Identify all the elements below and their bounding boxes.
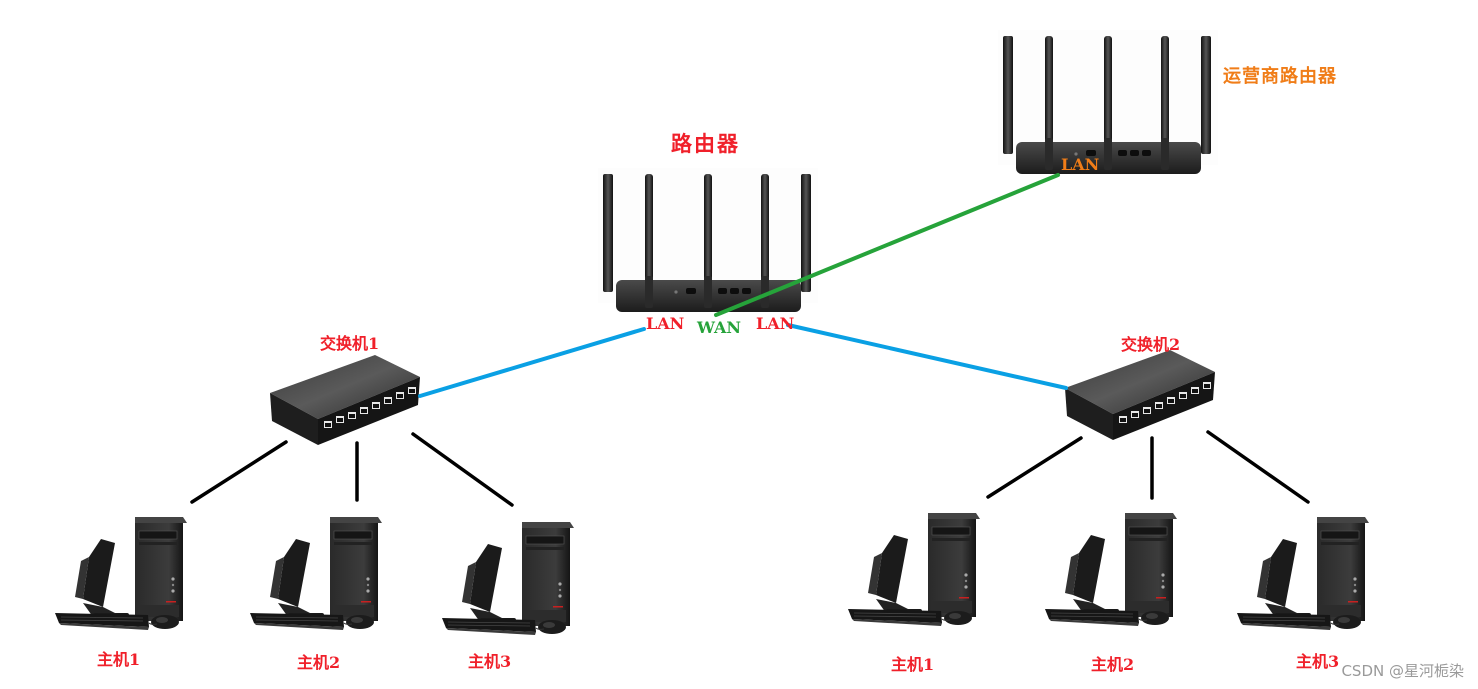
link-switch1-to-host-left-3 xyxy=(411,432,514,507)
isp-router-device xyxy=(998,30,1218,174)
switch1-label: 交换机1 xyxy=(320,334,380,353)
host-left-3-label: 主机3 xyxy=(468,652,512,671)
host-right-3-device xyxy=(1236,516,1370,631)
switch1-device xyxy=(270,355,420,445)
host-right-1-label: 主机1 xyxy=(891,655,935,674)
switch2-device xyxy=(1065,350,1215,440)
router-device xyxy=(598,168,818,312)
watermark: CSDN @星河栀染 xyxy=(1341,662,1464,680)
host-left-3-device xyxy=(441,521,575,636)
router-wan-port-label: WAN xyxy=(697,318,741,337)
lan-link-router-to-switch2 xyxy=(786,323,1068,390)
host-right-3-label: 主机3 xyxy=(1296,652,1340,671)
isp-router-lan-port-label: LAN xyxy=(1061,155,1100,174)
link-switch2-to-host-right-1 xyxy=(986,436,1083,499)
host-left-2-device xyxy=(249,516,383,631)
lan-link-router-to-switch1 xyxy=(418,327,646,398)
isp-router-label: 运营商路由器 xyxy=(1223,66,1337,87)
router-label: 路由器 xyxy=(671,131,740,156)
router-lan-port-right-label: LAN xyxy=(756,314,795,333)
wan-link-router-to-isp xyxy=(714,173,1060,317)
host-left-1-device xyxy=(54,516,188,631)
switch2-label: 交换机2 xyxy=(1121,335,1181,354)
link-switch2-to-host-right-3 xyxy=(1206,430,1310,504)
host-right-1-device xyxy=(847,512,981,627)
host-right-2-device xyxy=(1044,512,1178,627)
host-right-2-label: 主机2 xyxy=(1091,655,1135,674)
links-layer xyxy=(190,173,1310,507)
router-lan-port-left-label: LAN xyxy=(646,314,685,333)
link-switch1-to-host-left-1 xyxy=(190,440,288,504)
host-left-1-label: 主机1 xyxy=(97,650,141,669)
host-left-2-label: 主机2 xyxy=(297,653,341,672)
